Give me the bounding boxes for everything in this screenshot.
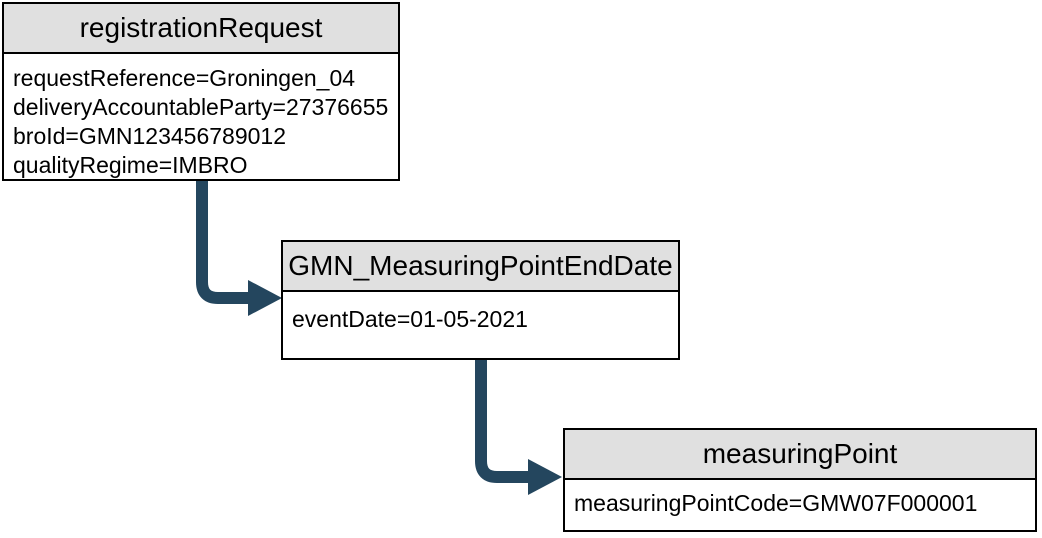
node-measuring-point-end-date-title: GMN_MeasuringPointEndDate [288, 250, 673, 281]
node-measuring-point-header: measuringPoint [565, 430, 1035, 480]
node-registration-request-title: registrationRequest [79, 12, 323, 43]
node-measuring-point-end-date: GMN_MeasuringPointEndDate eventDate=01-0… [281, 240, 680, 360]
attr-bro-id: broId=GMN123456789012 [13, 123, 287, 149]
edge-registration-to-enddate [196, 180, 282, 316]
edge-1-arrowhead-icon [248, 280, 282, 316]
node-measuring-point: measuringPoint measuringPointCode=GMW07F… [563, 428, 1037, 532]
attr-delivery-accountable-party: deliveryAccountableParty=27376655 [13, 94, 389, 120]
node-measuring-point-end-date-body: eventDate=01-05-2021 [283, 292, 678, 334]
node-measuring-point-title: measuringPoint [702, 438, 898, 469]
attr-event-date: eventDate=01-05-2021 [292, 306, 528, 332]
edge-2-line [475, 359, 529, 483]
node-measuring-point-body: measuringPointCode=GMW07F000001 [565, 480, 1035, 518]
node-registration-request-header: registrationRequest [4, 4, 398, 54]
edge-enddate-to-measuringpoint [475, 359, 562, 495]
attr-measuring-point-code: measuringPointCode=GMW07F000001 [574, 490, 978, 516]
attr-quality-regime: qualityRegime=IMBRO [13, 152, 248, 178]
node-measuring-point-end-date-header: GMN_MeasuringPointEndDate [283, 242, 678, 292]
node-registration-request: registrationRequest requestReference=Gro… [2, 2, 400, 181]
edge-1-line [196, 180, 249, 304]
attr-request-reference: requestReference=Groningen_04 [13, 65, 356, 91]
node-registration-request-body: requestReference=Groningen_04 deliveryAc… [4, 54, 398, 180]
edge-2-arrowhead-icon [528, 459, 562, 495]
